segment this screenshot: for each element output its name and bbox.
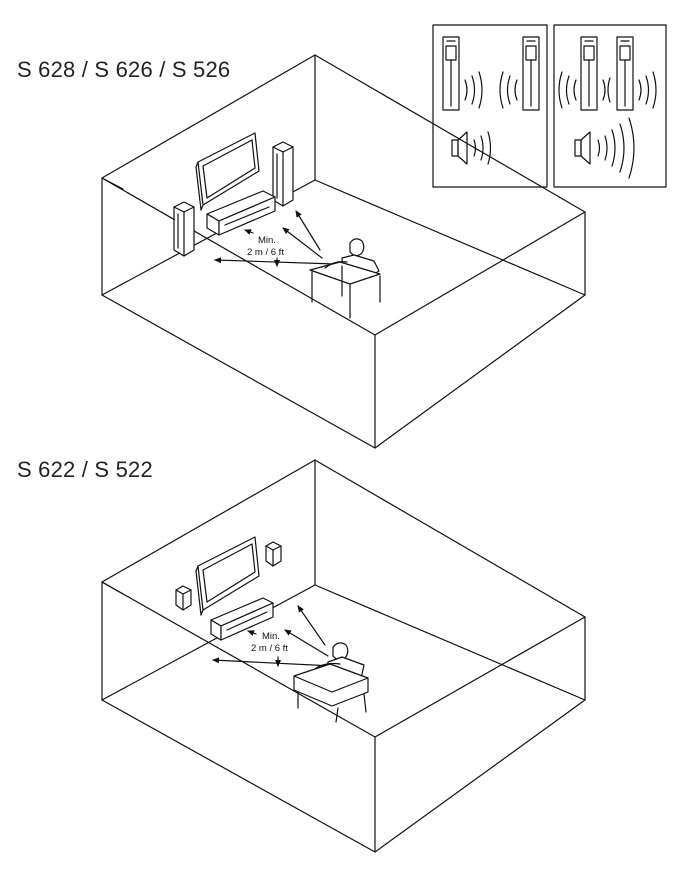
room-top <box>101 54 586 449</box>
inset1-speaker-side <box>451 131 468 165</box>
inset-wall-placement <box>432 24 548 188</box>
distance-label-top: 2 m / 6 ft <box>247 247 284 258</box>
distance-label-bottom: 2 m / 6 ft <box>251 643 288 654</box>
tv-stand-bottom <box>210 597 274 641</box>
inset2-speaker-right <box>616 36 634 111</box>
distance-arrows-bottom <box>212 605 340 670</box>
inset2-speaker-left <box>580 36 598 111</box>
tv-bottom <box>195 536 260 616</box>
model-title-bookshelf: S 622 / S 522 <box>17 457 153 482</box>
min-label-bottom: Min. <box>262 631 280 642</box>
listener-bottom <box>293 642 369 723</box>
listener-top <box>309 238 381 319</box>
bookshelf-speaker-right-bottom <box>265 541 282 567</box>
inset-free-placement <box>553 24 667 188</box>
floorstanding-speaker-left-top <box>173 201 195 257</box>
min-label-top: Min. <box>258 235 276 246</box>
model-title-floorstanding: S 628 / S 626 / S 526 <box>17 57 231 82</box>
inset2-speaker-side <box>574 131 591 165</box>
inset1-speaker-left <box>442 36 460 111</box>
floorstanding-speaker-right-top <box>272 141 294 207</box>
bookshelf-speaker-left-bottom <box>175 585 192 611</box>
distance-arrows-top <box>214 210 342 268</box>
tv-top <box>195 132 260 211</box>
tv-stand-top <box>206 190 276 236</box>
inset1-speaker-right <box>522 36 540 111</box>
